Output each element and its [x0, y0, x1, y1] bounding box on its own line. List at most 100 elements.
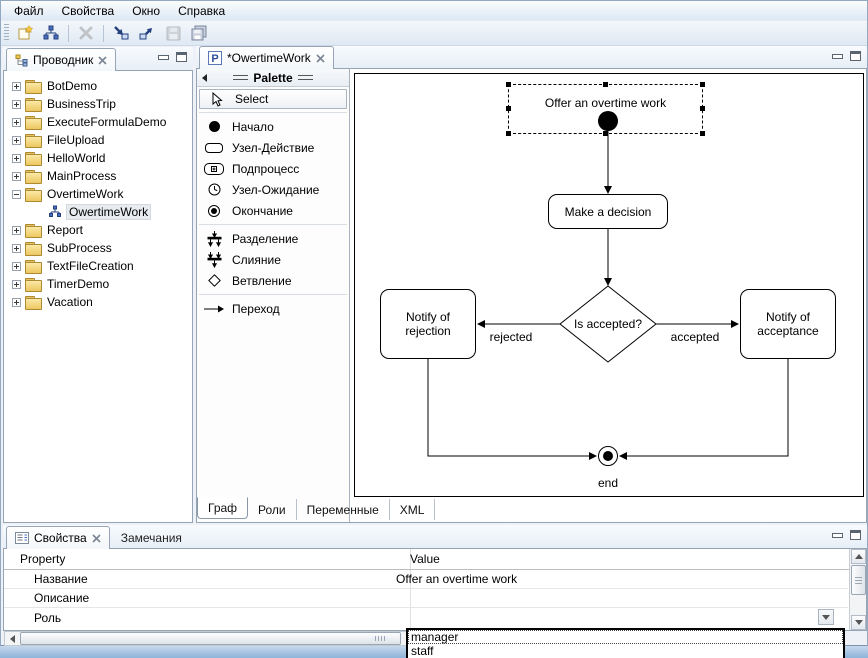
node-make-a-decision[interactable]: Make a decision [548, 194, 668, 229]
vertical-scrollbar[interactable] [849, 549, 866, 630]
expand-plus-icon[interactable] [12, 153, 21, 163]
tab-explorer[interactable]: Проводник [6, 48, 117, 71]
tree-item-label: TimerDemo [47, 277, 110, 291]
save-button[interactable] [161, 22, 185, 44]
expand-plus-icon[interactable] [12, 81, 21, 91]
collapse-minus-icon[interactable] [12, 189, 21, 199]
selection-handle[interactable] [506, 106, 511, 111]
tree-item-process[interactable]: OwertimeWork [4, 203, 192, 221]
folder-icon [25, 152, 42, 166]
tab-xml[interactable]: XML [390, 499, 436, 520]
scrollbar-thumb[interactable] [20, 632, 401, 645]
close-icon[interactable] [316, 53, 325, 63]
maximize-icon[interactable] [176, 52, 187, 62]
tree-item[interactable]: BotDemo [4, 77, 192, 95]
palette-tool-fork[interactable]: Разделение [197, 228, 349, 249]
new-wizard-button[interactable] [13, 22, 37, 44]
dropdown-option-manager[interactable]: manager [408, 630, 843, 644]
minimize-icon[interactable] [157, 53, 169, 62]
expand-plus-icon[interactable] [12, 279, 21, 289]
cursor-icon [206, 91, 228, 107]
node-start-offer-overtime[interactable]: Offer an overtime work [506, 82, 705, 136]
horizontal-scrollbar[interactable] [4, 631, 408, 646]
tree-item[interactable]: MainProcess [4, 167, 192, 185]
palette-tool-subprocess[interactable]: Подпроцесс [197, 158, 349, 179]
palette-tool-join[interactable]: Слияние [197, 249, 349, 270]
tree-item[interactable]: Report [4, 221, 192, 239]
menu-help[interactable]: Справка [178, 3, 226, 18]
palette-tool-select[interactable]: Select [199, 89, 347, 109]
selection-handle[interactable] [700, 131, 705, 136]
expand-plus-icon[interactable] [12, 243, 21, 253]
palette-header[interactable]: Palette [197, 69, 349, 87]
palette-tool-start[interactable]: Начало [197, 116, 349, 137]
minimize-icon[interactable] [831, 52, 843, 61]
property-value[interactable]: Offer an overtime work [396, 572, 518, 586]
table-row-role[interactable]: Роль [4, 608, 848, 627]
selection-handle[interactable] [700, 82, 705, 87]
expand-plus-icon[interactable] [12, 117, 21, 127]
scroll-left-button[interactable] [5, 632, 19, 645]
tree-item-expanded[interactable]: OvertimeWork [4, 185, 192, 203]
table-row-description[interactable]: Описание [4, 589, 848, 608]
tree-item[interactable]: TextFileCreation [4, 257, 192, 275]
scroll-down-button[interactable] [851, 615, 866, 630]
tab-graph[interactable]: Граф [197, 497, 249, 519]
scrollbar-thumb[interactable] [851, 565, 866, 595]
tree-item[interactable]: TimerDemo [4, 275, 192, 293]
toolbar [1, 21, 867, 46]
minimize-icon[interactable] [831, 531, 843, 540]
scroll-up-button[interactable] [851, 549, 866, 564]
tree-item[interactable]: BusinessTrip [4, 95, 192, 113]
close-icon[interactable] [98, 55, 107, 65]
node-notify-of-rejection[interactable]: Notify of rejection [380, 289, 476, 359]
tab-roles[interactable]: Роли [248, 499, 297, 520]
maximize-icon[interactable] [850, 530, 861, 540]
expand-plus-icon[interactable] [12, 171, 21, 181]
expand-plus-icon[interactable] [12, 135, 21, 145]
menu-window[interactable]: Окно [132, 3, 161, 18]
role-combo-button[interactable] [818, 609, 834, 625]
palette-tool-wait[interactable]: Узел-Ожидание [197, 179, 349, 200]
selection-handle[interactable] [602, 131, 608, 136]
tree-item[interactable]: HelloWorld [4, 149, 192, 167]
palette-tool-action[interactable]: Узел-Действие [197, 137, 349, 158]
palette-tool-decision[interactable]: Ветвление [197, 270, 349, 291]
new-process-button[interactable] [39, 22, 63, 44]
tree-item[interactable]: ExecuteFormulaDemo [4, 113, 192, 131]
save-all-button[interactable] [187, 22, 211, 44]
selection-handle[interactable] [506, 131, 511, 136]
selection-handle[interactable] [602, 82, 608, 87]
tab-remarks[interactable]: Замечания [113, 527, 190, 549]
export-button[interactable] [135, 22, 159, 44]
tab-properties[interactable]: Свойства [6, 526, 110, 549]
decision-diamond[interactable] [559, 285, 657, 363]
expand-plus-icon[interactable] [12, 99, 21, 109]
selection-handle[interactable] [506, 82, 511, 87]
diagram-canvas[interactable]: Offer an overtime work Make a decision I… [354, 73, 864, 497]
palette-tool-end[interactable]: Окончание [197, 200, 349, 221]
collapse-palette-icon[interactable] [202, 73, 207, 82]
expand-plus-icon[interactable] [12, 261, 21, 271]
tab-variables[interactable]: Переменные [297, 499, 390, 520]
dropdown-option-staff[interactable]: staff [411, 644, 434, 658]
decision-node-label[interactable]: Is accepted? [573, 317, 643, 331]
import-button[interactable] [109, 22, 133, 44]
folder-icon [25, 134, 42, 148]
delete-button[interactable] [74, 22, 98, 44]
palette-tool-transition[interactable]: Переход [197, 298, 349, 319]
tree-item[interactable]: SubProcess [4, 239, 192, 257]
menu-properties[interactable]: Свойства [61, 3, 115, 18]
tree-item[interactable]: FileUpload [4, 131, 192, 149]
toolbar-drag-handle[interactable] [4, 24, 9, 42]
maximize-icon[interactable] [850, 51, 861, 61]
tree-item[interactable]: Vacation [4, 293, 192, 311]
table-row-name[interactable]: Название Offer an overtime work [4, 570, 848, 589]
menu-file[interactable]: Файл [14, 3, 44, 18]
selection-handle[interactable] [700, 106, 705, 111]
tab-owertimework-editor[interactable]: P *OwertimeWork [199, 46, 334, 69]
close-icon[interactable] [92, 533, 101, 543]
node-notify-of-acceptance[interactable]: Notify of acceptance [740, 289, 836, 359]
expand-plus-icon[interactable] [12, 297, 21, 307]
expand-plus-icon[interactable] [12, 225, 21, 235]
